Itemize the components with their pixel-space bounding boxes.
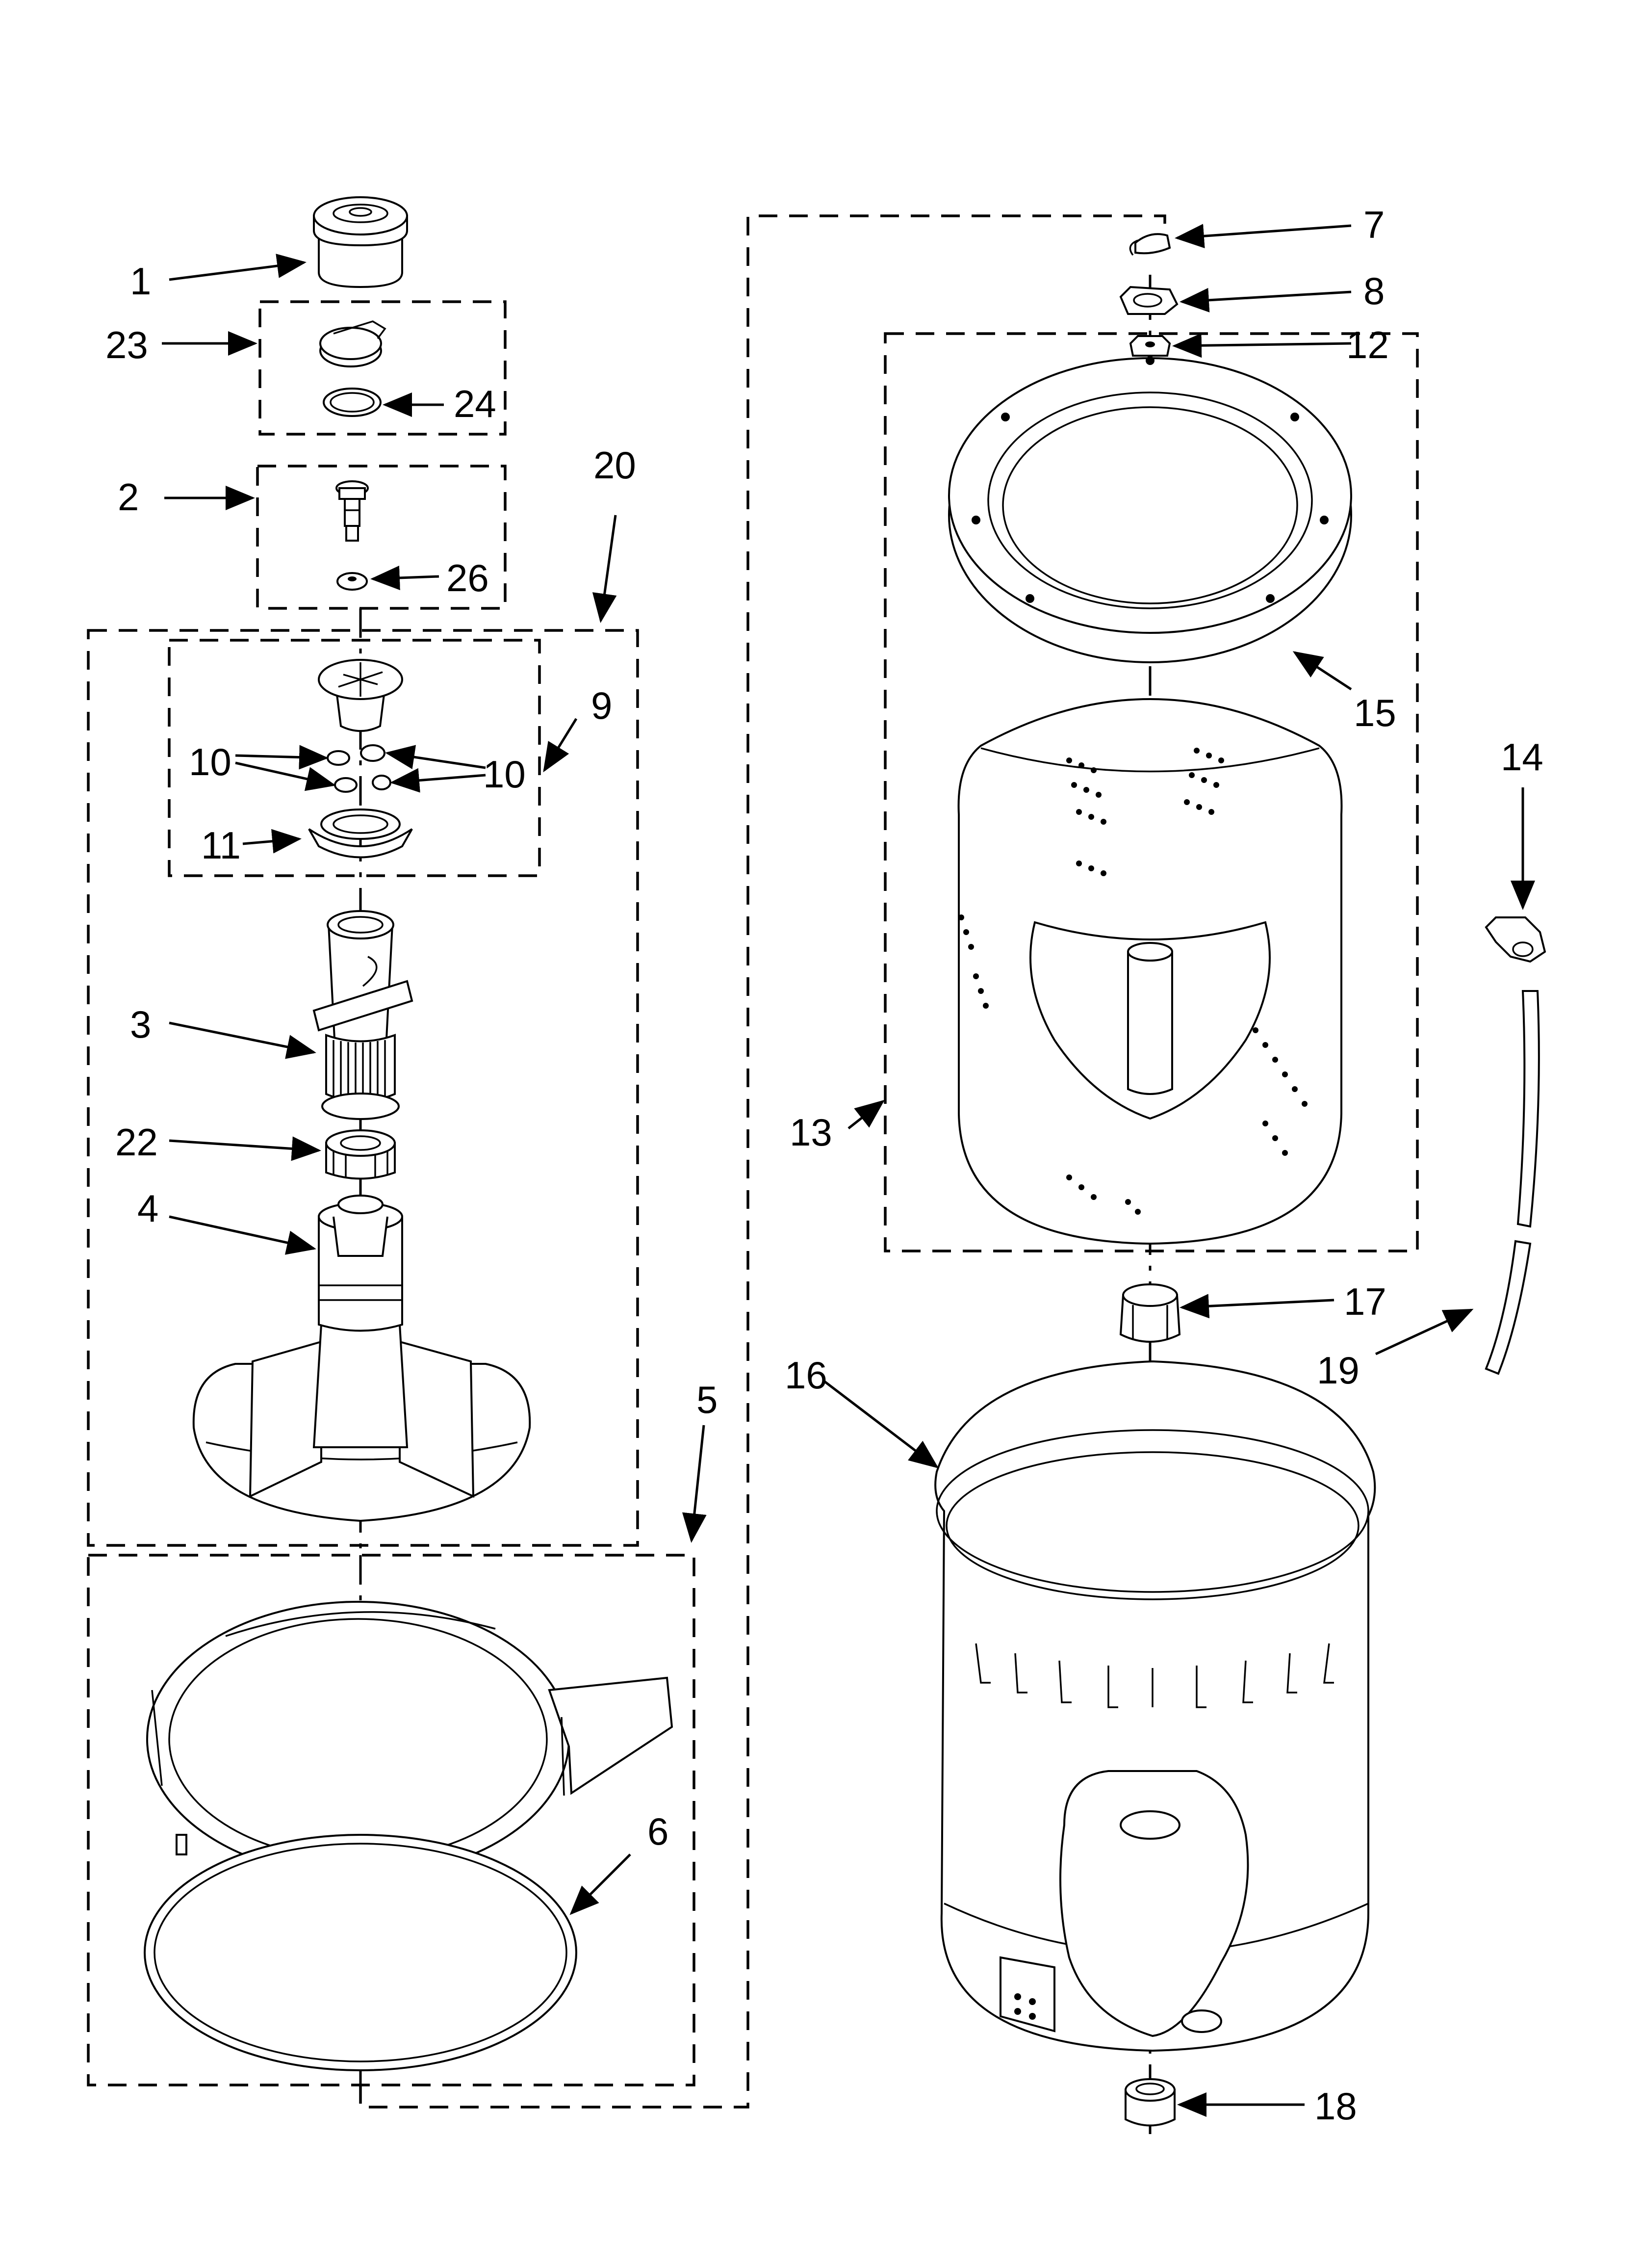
label-9: 9 [591, 684, 612, 727]
label-26: 26 [446, 556, 489, 600]
outer-tub-icon [934, 1360, 1376, 2052]
lower-agitator-icon [192, 1195, 531, 1522]
retainer-icon [308, 808, 413, 859]
label-23: 23 [105, 323, 148, 366]
label-10-right: 10 [483, 753, 526, 796]
label-20: 20 [593, 443, 636, 487]
o-ring-icon [323, 388, 382, 417]
label-8: 8 [1363, 269, 1385, 313]
label-12: 12 [1346, 323, 1389, 366]
box-2 [256, 465, 507, 610]
label-6: 6 [647, 1810, 668, 1853]
seal-ring-icon [144, 1834, 577, 2071]
label-16: 16 [785, 1354, 827, 1397]
basket-icon [957, 698, 1343, 1245]
cam-icon [318, 659, 403, 732]
label-24: 24 [454, 382, 496, 425]
label-7: 7 [1363, 203, 1385, 246]
label-4: 4 [137, 1187, 158, 1230]
label-5: 5 [696, 1378, 718, 1421]
label-22: 22 [115, 1121, 158, 1164]
clip-icon [1129, 233, 1171, 256]
nut-icon [1129, 335, 1171, 357]
label-1: 1 [130, 260, 151, 303]
callout-labels: 1 23 24 2 26 20 9 10 10 11 3 22 4 5 6 7 … [105, 203, 1543, 2128]
hose-clamp-icon [1485, 916, 1546, 963]
bearing-icon [325, 1129, 396, 1180]
label-3: 3 [130, 1003, 151, 1046]
box-20 [87, 629, 639, 1547]
label-14: 14 [1501, 735, 1543, 779]
label-15: 15 [1354, 691, 1396, 734]
box-9 [168, 639, 541, 877]
basket-perforations [958, 748, 1308, 1215]
hub-icon [1119, 1283, 1181, 1343]
label-10-left: 10 [189, 740, 231, 783]
box-5 [87, 1554, 695, 2086]
box-23 [258, 300, 507, 436]
washer-icon [336, 572, 368, 591]
label-19: 19 [1317, 1349, 1360, 1392]
drive-bell-icon [1119, 286, 1179, 315]
dog-icon [327, 744, 391, 793]
label-18: 18 [1314, 2085, 1357, 2128]
label-17: 17 [1344, 1280, 1386, 1323]
leader-arrows [162, 224, 1535, 2117]
upper-agitator-icon [312, 910, 413, 1120]
assembly-connector [359, 214, 1166, 2109]
seal-icon [1125, 2078, 1176, 2127]
bolt-icon [335, 480, 369, 542]
balance-ring-icon [948, 356, 1352, 663]
agitator-cap-icon [313, 196, 408, 288]
label-13: 13 [790, 1111, 832, 1154]
hose-icon [1485, 990, 1540, 1375]
cap-cover-icon [319, 320, 386, 367]
label-11: 11 [201, 824, 241, 867]
label-2: 2 [118, 475, 139, 519]
